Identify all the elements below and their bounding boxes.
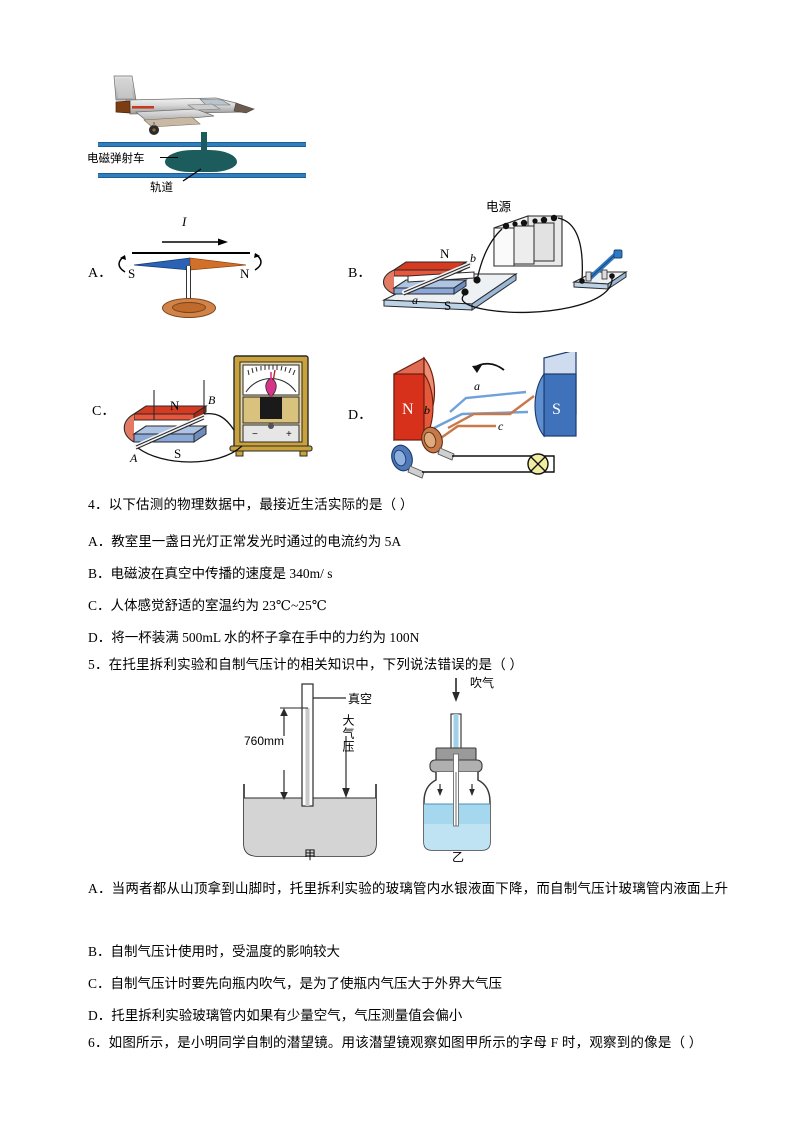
question-4-option-d: D．将一杯装满 500mL 水的杯子拿在手中的力约为 100N [88, 630, 420, 645]
option-c-letter: C． [92, 404, 116, 419]
catapult-car-label: 电磁弹射车 [87, 153, 145, 165]
straight-wire [132, 252, 250, 254]
svg-text:N: N [440, 246, 450, 261]
question-4-option-c: C．人体感觉舒适的室温约为 23℃~25℃ [88, 598, 327, 613]
catapult-car-body [165, 150, 237, 172]
question-5-stem: 5．在托里拆利实验和自制气压计的相关知识中，下列说法错误的是（ ） [88, 658, 523, 672]
jet-aircraft-icon [113, 75, 255, 135]
question-6-number: 6． [88, 1035, 109, 1050]
svg-text:a: a [474, 379, 480, 393]
question-5-option-c: C．自制气压计时要先向瓶内吹气，是为了使瓶内气压大于外界大气压 [88, 976, 503, 991]
svg-text:−: − [252, 429, 258, 440]
svg-text:S: S [552, 401, 561, 418]
option-a-letter: A． [88, 266, 113, 281]
question-4-stem-text: 以下估测的物理数据中，最接近生活实际的是（ ） [108, 497, 414, 512]
svg-text:S: S [444, 298, 451, 313]
track-leader-line [182, 168, 202, 182]
question-5-stem-text: 在托里拆利实验和自制气压计的相关知识中，下列说法错误的是（ ） [108, 657, 524, 672]
compass-base-inner [172, 302, 206, 313]
svg-text:b: b [470, 251, 476, 265]
question-6-stem: 6．如图所示，是小明同学自制的潜望镜。用该潜望镜观察如图甲所示的字母 F 时，观… [88, 1036, 703, 1050]
barometer-caption-jia: 甲 [304, 848, 317, 862]
question-6-stem-text: 如图所示，是小明同学自制的潜望镜。用该潜望镜观察如图甲所示的字母 F 时，观察到… [108, 1035, 703, 1050]
figure-option-b-motor-effect: 电源 [378, 196, 628, 331]
vacuum-label: 真空 [348, 692, 373, 706]
catapult-car-neck [201, 132, 207, 154]
question-5-option-a: A．当两者都从山顶拿到山脚时，托里拆利实验的玻璃管内水银液面下降，而自制气压计玻… [88, 881, 729, 896]
pole-label-s: S [128, 266, 136, 281]
svg-text:a: a [412, 293, 418, 307]
rotation-arc-left-icon [118, 255, 126, 273]
svg-text:N: N [170, 398, 180, 413]
svg-text:+: + [286, 429, 292, 440]
svg-text:B: B [208, 393, 216, 407]
compass-pivot-stem [186, 266, 191, 306]
catapult-car-leader-line [160, 157, 178, 158]
option-d-letter: D． [348, 408, 373, 423]
atmospheric-pressure-label: 大气压 [341, 714, 355, 753]
figure-option-d-motor: N S [378, 352, 618, 482]
barometer-height-label: 760mm [244, 734, 285, 748]
option-b-diagram-svg: N S b a [381, 214, 628, 314]
figure-homemade-barometer: 吹气 乙 [412, 672, 562, 864]
rotation-arc-right-icon [254, 253, 262, 271]
figure-torricelli-barometer: 760mm 真空 大气压 甲 [222, 678, 412, 863]
svg-text:N: N [402, 401, 414, 418]
question-5-number: 5． [88, 657, 109, 672]
figure-electromagnetic-catapult: 电磁弹射车 轨道 [87, 58, 320, 198]
option-d-diagram-svg: N S [391, 352, 577, 479]
svg-text:c: c [498, 419, 504, 433]
question-4-option-a: A．教室里一盏日光灯正常发光时通过的电流约为 5A [88, 534, 402, 549]
figure-option-c-induction: − + N S B A [122, 342, 332, 480]
power-source-label: 电源 [486, 200, 512, 214]
catapult-rail-lower [98, 173, 306, 178]
question-4-stem: 4．以下估测的物理数据中，最接近生活实际的是（ ） [88, 498, 414, 512]
question-5-option-d: D．托里拆利实验玻璃管内如果有少量空气，气压测量值会偏小 [88, 1008, 463, 1023]
bottle-svg [423, 678, 491, 851]
question-4-number: 4． [88, 497, 109, 512]
question-5-option-b: B．自制气压计使用时，受温度的影响较大 [88, 944, 341, 959]
option-c-diagram-svg: − + N S B A [123, 355, 313, 465]
figure-option-a-compass: I S N [112, 212, 292, 327]
pole-label-n: N [240, 266, 250, 281]
current-direction-arrow-icon [162, 238, 228, 246]
svg-text:b: b [424, 403, 430, 417]
current-label-I: I [182, 214, 187, 229]
svg-text:S: S [174, 446, 181, 461]
bottle-caption-yi: 乙 [452, 850, 465, 864]
svg-text:A: A [129, 451, 138, 465]
question-4-option-b: B．电磁波在真空中传播的速度是 340m/ s [88, 566, 333, 581]
barometer-svg [243, 683, 377, 857]
blow-label: 吹气 [470, 676, 495, 690]
track-label: 轨道 [150, 182, 173, 194]
compass-needle [133, 257, 247, 271]
option-b-letter: B． [348, 266, 372, 281]
